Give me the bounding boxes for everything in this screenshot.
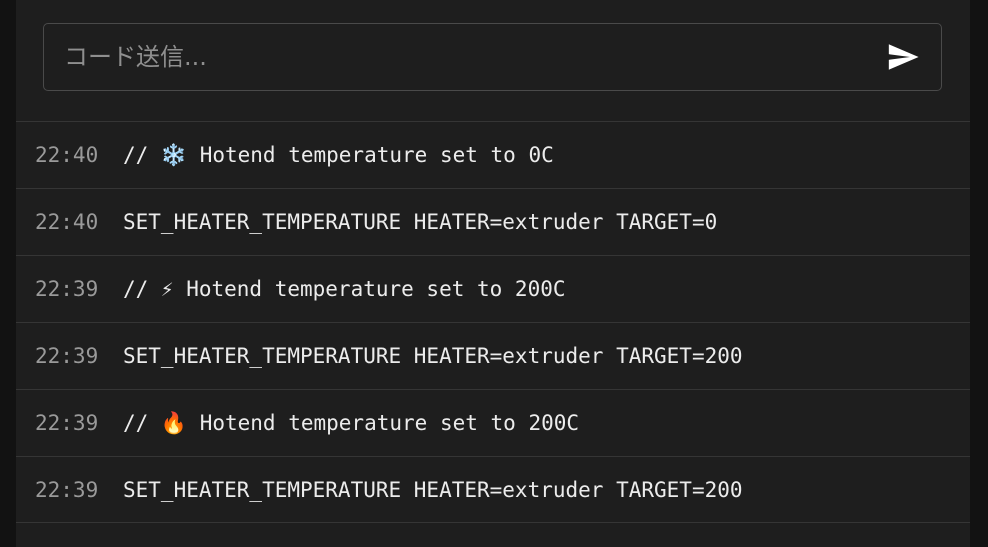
console-log: 22:40 // ❄️ Hotend temperature set to 0C… xyxy=(16,121,970,523)
code-send-input[interactable] xyxy=(44,24,864,90)
log-message: // ❄️ Hotend temperature set to 0C xyxy=(123,142,554,167)
log-entry: 22:40 SET_HEATER_TEMPERATURE HEATER=extr… xyxy=(16,188,970,255)
log-entry: 22:39 // 🔥 Hotend temperature set to 200… xyxy=(16,389,970,456)
log-entry: 22:40 // ❄️ Hotend temperature set to 0C xyxy=(16,121,970,188)
log-entry: 22:39 // ⚡ Hotend temperature set to 200… xyxy=(16,255,970,322)
log-time: 22:40 xyxy=(35,143,99,167)
log-time: 22:40 xyxy=(35,210,99,234)
log-message: SET_HEATER_TEMPERATURE HEATER=extruder T… xyxy=(123,477,743,502)
console-panel: 22:40 // ❄️ Hotend temperature set to 0C… xyxy=(16,0,970,547)
log-message: // 🔥 Hotend temperature set to 200C xyxy=(123,410,580,435)
log-time: 22:39 xyxy=(35,477,99,502)
log-message: // ⚡ Hotend temperature set to 200C xyxy=(123,277,566,301)
send-button[interactable] xyxy=(883,39,923,75)
log-message: SET_HEATER_TEMPERATURE HEATER=extruder T… xyxy=(123,344,743,368)
log-entry: 22:39 SET_HEATER_TEMPERATURE HEATER=extr… xyxy=(16,322,970,389)
log-time: 22:39 xyxy=(35,277,99,301)
log-time: 22:39 xyxy=(35,411,99,435)
log-message: SET_HEATER_TEMPERATURE HEATER=extruder T… xyxy=(123,210,718,234)
code-input-box xyxy=(43,23,942,91)
log-entry: 22:39 SET_HEATER_TEMPERATURE HEATER=extr… xyxy=(16,456,970,523)
send-icon xyxy=(888,44,919,70)
log-time: 22:39 xyxy=(35,344,99,368)
